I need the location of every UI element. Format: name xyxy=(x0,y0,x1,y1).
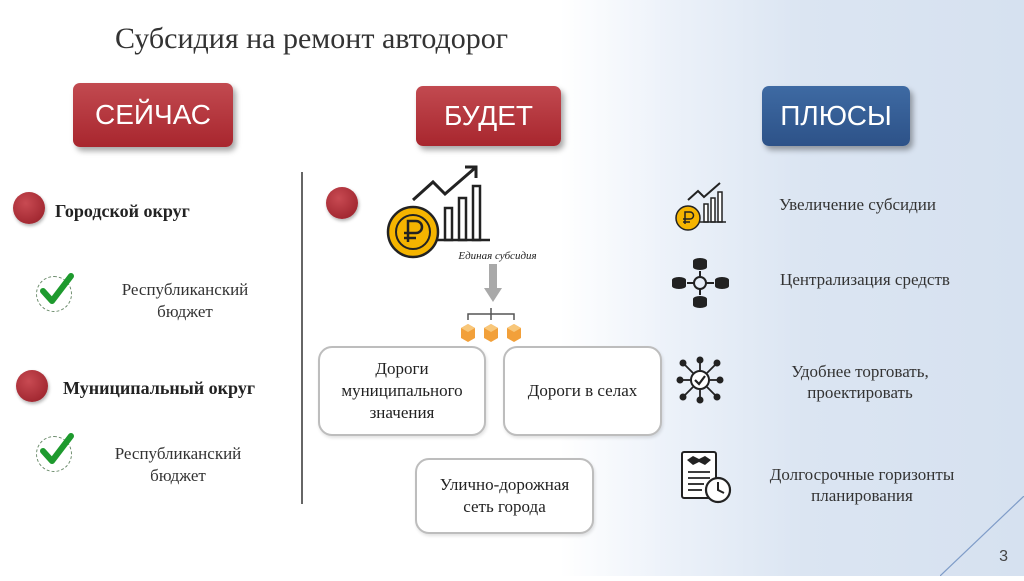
box-label: Дороги в селах xyxy=(527,381,638,400)
now-item-budget: Республиканский бюджет xyxy=(121,280,249,321)
now-item-budget: Республиканский бюджет xyxy=(114,444,242,485)
page-title: Субсидия на ремонт автодорог xyxy=(115,22,509,55)
now-item-label: Муниципальный округ xyxy=(63,378,255,398)
plus-item-text: Долгосрочные горизонты планирования xyxy=(769,465,955,505)
column-divider xyxy=(301,172,303,504)
corner-decoration xyxy=(939,495,1024,581)
subsidy-caption: Единая субсидия xyxy=(458,250,537,262)
database-network-icon xyxy=(671,253,731,318)
box-label: Улично-дорожная сеть города xyxy=(439,475,570,516)
plus-item-text: Увеличение субсидии xyxy=(779,195,936,214)
boxes-icon xyxy=(458,306,524,351)
plus-item-text: Удобнее торговать, проектировать xyxy=(791,362,929,402)
bullet-dot xyxy=(13,192,45,224)
roads-municipal-box: Дороги муниципального значения xyxy=(318,346,486,436)
check-icon xyxy=(36,273,74,312)
chart-ruble-icon xyxy=(674,180,728,237)
bullet-dot xyxy=(326,187,358,219)
header-now: СЕЙЧАС xyxy=(73,83,233,147)
box-label: Дороги муниципального значения xyxy=(341,359,463,422)
chart-ruble-icon xyxy=(385,160,500,265)
contract-clock-icon xyxy=(678,448,734,511)
bullet-dot xyxy=(16,370,48,402)
check-icon xyxy=(36,433,74,472)
now-item-label: Городской округ xyxy=(55,201,190,221)
city-streets-box: Улично-дорожная сеть города xyxy=(415,458,594,534)
plus-item-text: Централизация средств xyxy=(780,270,950,289)
header-pluses: ПЛЮСЫ xyxy=(762,86,910,146)
network-check-icon xyxy=(676,356,724,409)
arrow-down-icon xyxy=(484,264,502,309)
page-number: 3 xyxy=(999,548,1008,565)
header-will-be: БУДЕТ xyxy=(416,86,561,146)
roads-villages-box: Дороги в селах xyxy=(503,346,662,436)
